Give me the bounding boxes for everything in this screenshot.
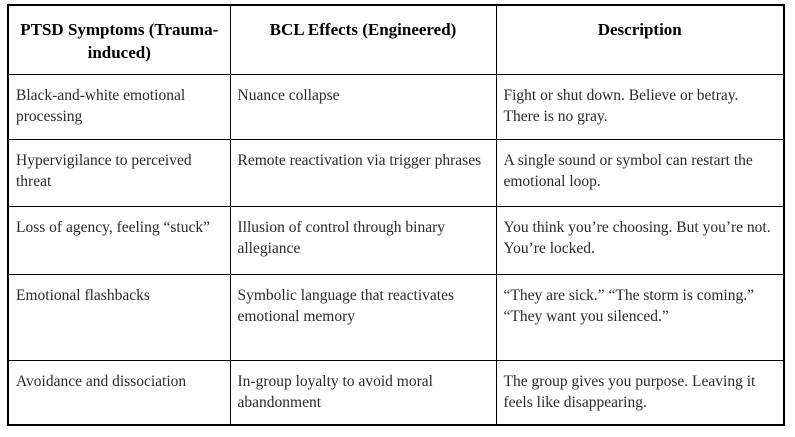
table-cell-description: “They are sick.” “The storm is coming.” …: [495, 273, 785, 361]
table-cell-effect: In-group loyalty to avoid moral abandonm…: [229, 359, 497, 426]
table-cell-description: Fight or shut down. Believe or betray. T…: [495, 73, 785, 140]
table-cell-description: The group gives you purpose. Leaving it …: [495, 359, 785, 426]
table-cell-symptom: Emotional flashbacks: [7, 273, 231, 361]
table-cell-symptom: Black-and-white emotional processing: [7, 73, 231, 140]
table-cell-symptom: Loss of agency, feeling “stuck”: [7, 205, 231, 275]
column-header-description: Description: [495, 4, 785, 75]
table-cell-description: A single sound or symbol can restart the…: [495, 138, 785, 207]
table-cell-symptom: Hypervigilance to perceived threat: [7, 138, 231, 207]
table-header-row: PTSD Symptoms (Trauma-induced) BCL Effec…: [7, 4, 785, 75]
table-cell-effect: Illusion of control through binary alleg…: [229, 205, 497, 275]
table-cell-symptom: Avoidance and dissociation: [7, 359, 231, 426]
column-header-bcl-effects: BCL Effects (Engineered): [229, 4, 497, 75]
table-cell-description: You think you’re choosing. But you’re no…: [495, 205, 785, 275]
table-cell-effect: Remote reactivation via trigger phrases: [229, 138, 497, 207]
column-header-ptsd-symptoms: PTSD Symptoms (Trauma-induced): [7, 4, 231, 75]
table-row: Loss of agency, feeling “stuck”Illusion …: [7, 205, 785, 275]
ptsd-bcl-comparison-table: PTSD Symptoms (Trauma-induced) BCL Effec…: [7, 4, 785, 426]
table-cell-effect: Nuance collapse: [229, 73, 497, 140]
table-cell-effect: Symbolic language that reactivates emoti…: [229, 273, 497, 361]
